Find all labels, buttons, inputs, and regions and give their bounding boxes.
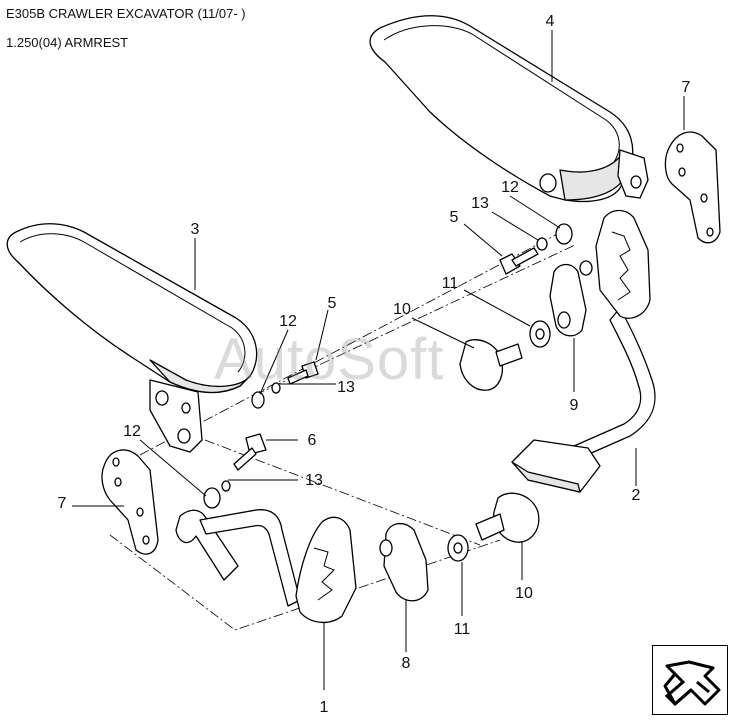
- knob-lower: [475, 492, 540, 543]
- adjuster-plate-lower: [379, 523, 429, 602]
- callout-12-upper: 12: [501, 179, 519, 196]
- rod-right: [511, 209, 656, 493]
- callout-3: 3: [191, 221, 200, 238]
- washer-upper: [529, 320, 551, 348]
- nav-button[interactable]: [652, 645, 728, 715]
- callout-11-lower: 11: [454, 621, 471, 638]
- callout-11-upper: 11: [442, 275, 459, 292]
- small-washers: [203, 223, 573, 509]
- callout-5-upper: 5: [450, 209, 459, 226]
- bracket-right: [664, 131, 721, 244]
- bolt-upper: [499, 247, 539, 275]
- callout-12-middle: 12: [279, 313, 297, 330]
- bracket-left: [101, 449, 159, 555]
- diagram-title: E305B CRAWLER EXCAVATOR (11/07- ): [6, 6, 246, 21]
- callout-7-right: 7: [682, 79, 691, 96]
- bolt-middle: [287, 361, 319, 385]
- callout-1: 1: [320, 699, 329, 716]
- diagram-subtitle: 1.250(04) ARMREST: [6, 35, 129, 50]
- callout-5-middle: 5: [328, 295, 337, 312]
- rod-left: [175, 509, 357, 623]
- callout-12-lower: 12: [123, 423, 141, 440]
- callout-6: 6: [308, 432, 317, 449]
- callout-4: 4: [546, 13, 555, 30]
- armrest-upper: [369, 15, 649, 203]
- callout-labels: 1 2 3 4 5 5 6 7 7 8 9 10 10 11 11 12 12 …: [58, 13, 691, 716]
- callout-2: 2: [632, 487, 641, 504]
- leader-lines: [72, 30, 685, 690]
- bolt-lower: [233, 433, 267, 471]
- callout-10-lower: 10: [515, 585, 533, 602]
- callout-8: 8: [402, 655, 411, 672]
- adjuster-plate-upper: [549, 260, 593, 337]
- callout-13-lower: 13: [305, 472, 323, 489]
- callout-13-upper: 13: [471, 195, 489, 212]
- arrow-icon: [663, 660, 721, 707]
- washer-lower: [447, 534, 469, 562]
- callout-10-upper: 10: [393, 301, 411, 318]
- callout-9: 9: [570, 397, 579, 414]
- callout-7-left: 7: [58, 495, 67, 512]
- knob-upper: [459, 339, 523, 391]
- armrest-left: [6, 223, 258, 453]
- callout-13-middle: 13: [337, 379, 355, 396]
